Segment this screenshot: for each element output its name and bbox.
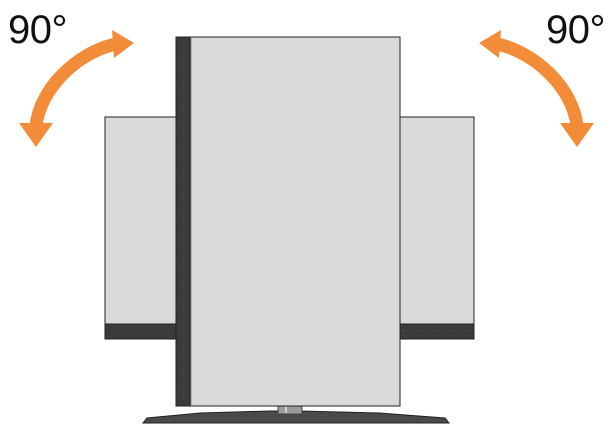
right-rotation-angle-label: 90° bbox=[546, 8, 606, 52]
portrait-monitor-screen bbox=[189, 36, 401, 407]
curved-arrow-clockwise-icon bbox=[479, 30, 594, 147]
portrait-monitor bbox=[175, 36, 401, 407]
curved-arrow-counterclockwise-icon bbox=[19, 30, 134, 147]
left-rotation-angle-label: 90° bbox=[8, 8, 68, 52]
monitor-stand bbox=[141, 401, 451, 424]
